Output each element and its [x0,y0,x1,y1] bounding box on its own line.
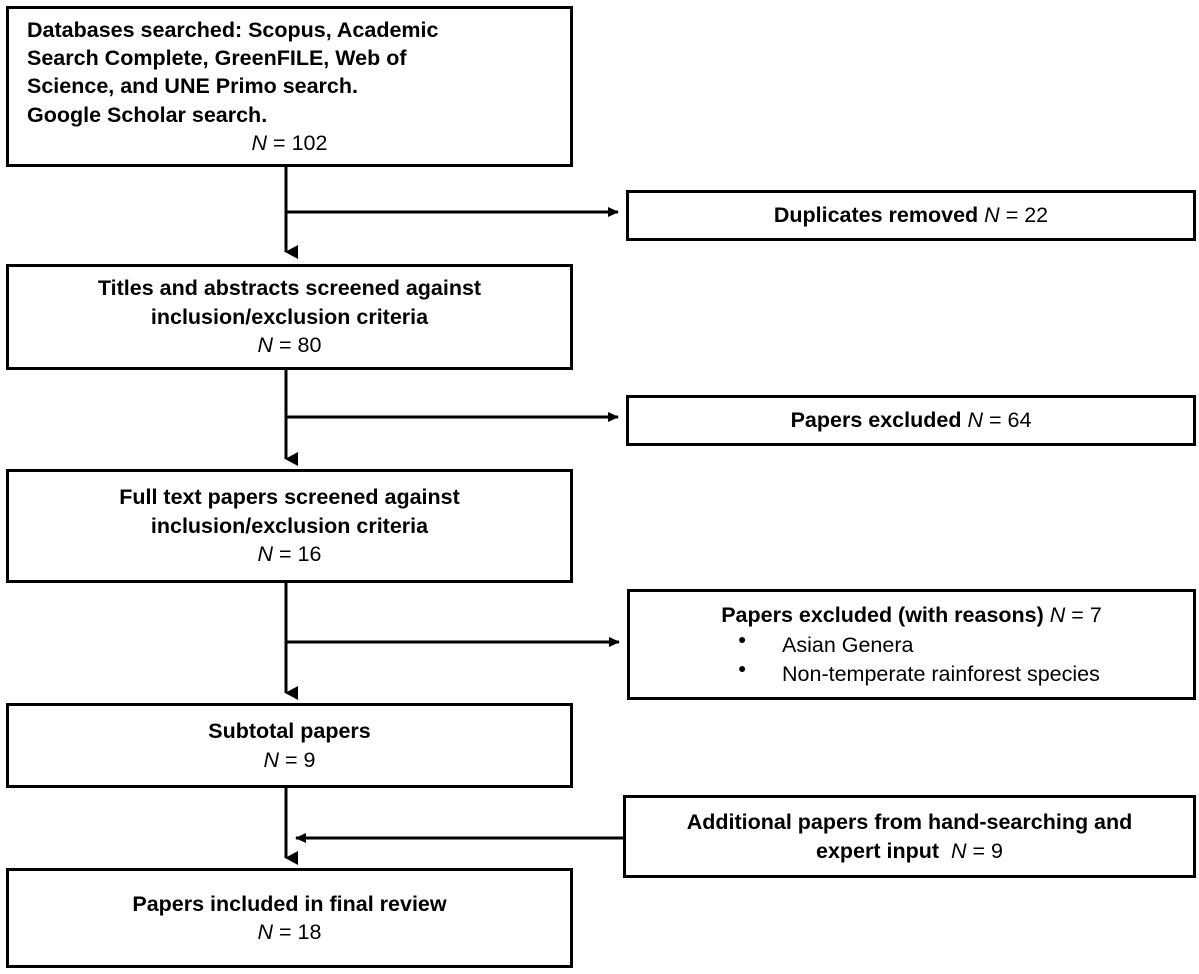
titles-count-value: = 80 [279,333,322,358]
fulltext-count-value: = 16 [279,542,322,567]
subtotal-count-value: = 9 [285,747,316,772]
papers-excluded-reasons-text: Papers excluded (with reasons) N = 7 [630,601,1193,629]
papers-excluded-reasons-label: Papers excluded (with reasons) [721,602,1044,627]
duplicates-removed-count: N = 22 [984,203,1048,227]
box-papers-excluded-with-reasons: Papers excluded (with reasons) N = 7 Asi… [627,589,1196,700]
papers-excluded-reasons-count-symbol: N [1049,602,1066,627]
fulltext-count: N = 16 [9,540,570,568]
list-item: Non-temperate rainforest species [738,659,1193,689]
papers-excluded-text: Papers excluded N = 64 [629,406,1193,434]
exclusion-reasons-list: Asian Genera Non-temperate rainforest sp… [630,630,1193,689]
titles-count: N = 80 [9,331,570,359]
box-additional-papers: Additional papers from hand-searching an… [623,795,1196,878]
fulltext-line-1: Full text papers screened against [119,485,460,510]
duplicates-count-symbol: N [984,203,1000,228]
papers-excluded-count-value: = 64 [988,408,1032,433]
box-databases-searched: Databases searched: Scopus, Academic Sea… [6,6,573,167]
databases-line-4: Google Scholar search. [27,102,268,127]
databases-count: N = 102 [9,129,570,157]
additional-papers-line-2: expert input N = 9 [626,837,1193,865]
papers-excluded-label: Papers excluded [790,408,962,433]
databases-count-value: = 102 [273,131,328,156]
box-papers-excluded: Papers excluded N = 64 [626,395,1196,446]
papers-excluded-count: N = 64 [967,408,1031,432]
additional-papers-line-2-label: expert input [815,838,940,863]
box-full-text-screened: Full text papers screened against inclus… [6,469,573,583]
additional-papers-line-1: Additional papers from hand-searching an… [686,810,1133,835]
databases-line-1: Databases searched: Scopus, Academic [27,17,439,42]
papers-included-count: N = 18 [9,918,570,946]
papers-excluded-reasons-count-value: = 7 [1071,602,1102,627]
databases-count-symbol: N [251,131,268,156]
subtotal-papers-count: N = 9 [9,746,570,774]
duplicates-removed-label: Duplicates removed [773,203,979,228]
fulltext-line-2: inclusion/exclusion criteria [150,513,429,538]
titles-count-symbol: N [257,333,274,358]
box-subtotal-papers: Subtotal papers N = 9 [6,703,573,788]
subtotal-papers-label: Subtotal papers [208,719,371,744]
papers-included-count-value: = 18 [279,920,322,944]
papers-excluded-reasons-count: N = 7 [1050,603,1102,627]
papers-included-label: Papers included in final review [132,891,447,916]
list-item: Asian Genera [738,630,1193,660]
box-titles-abstracts-screened: Titles and abstracts screened against in… [6,264,573,370]
additional-papers-count-symbol: N [951,838,967,863]
databases-line-2: Search Complete, GreenFILE, Web of [27,45,407,70]
additional-papers-count-value: = 9 [972,838,1004,863]
papers-excluded-count-symbol: N [967,408,983,433]
fulltext-count-symbol: N [257,542,274,567]
additional-papers-count: N = 9 [945,839,1003,863]
databases-line-3: Science, and UNE Primo search. [27,74,358,99]
duplicates-count-value: = 22 [1005,203,1049,228]
papers-included-count-symbol: N [257,920,274,944]
titles-line-2: inclusion/exclusion criteria [150,304,429,329]
box-papers-included-final-review: Papers included in final review N = 18 [6,868,573,968]
titles-line-1: Titles and abstracts screened against [97,276,482,301]
subtotal-count-symbol: N [263,747,280,772]
duplicates-removed-text: Duplicates removed N = 22 [629,201,1193,229]
box-duplicates-removed: Duplicates removed N = 22 [626,190,1196,241]
